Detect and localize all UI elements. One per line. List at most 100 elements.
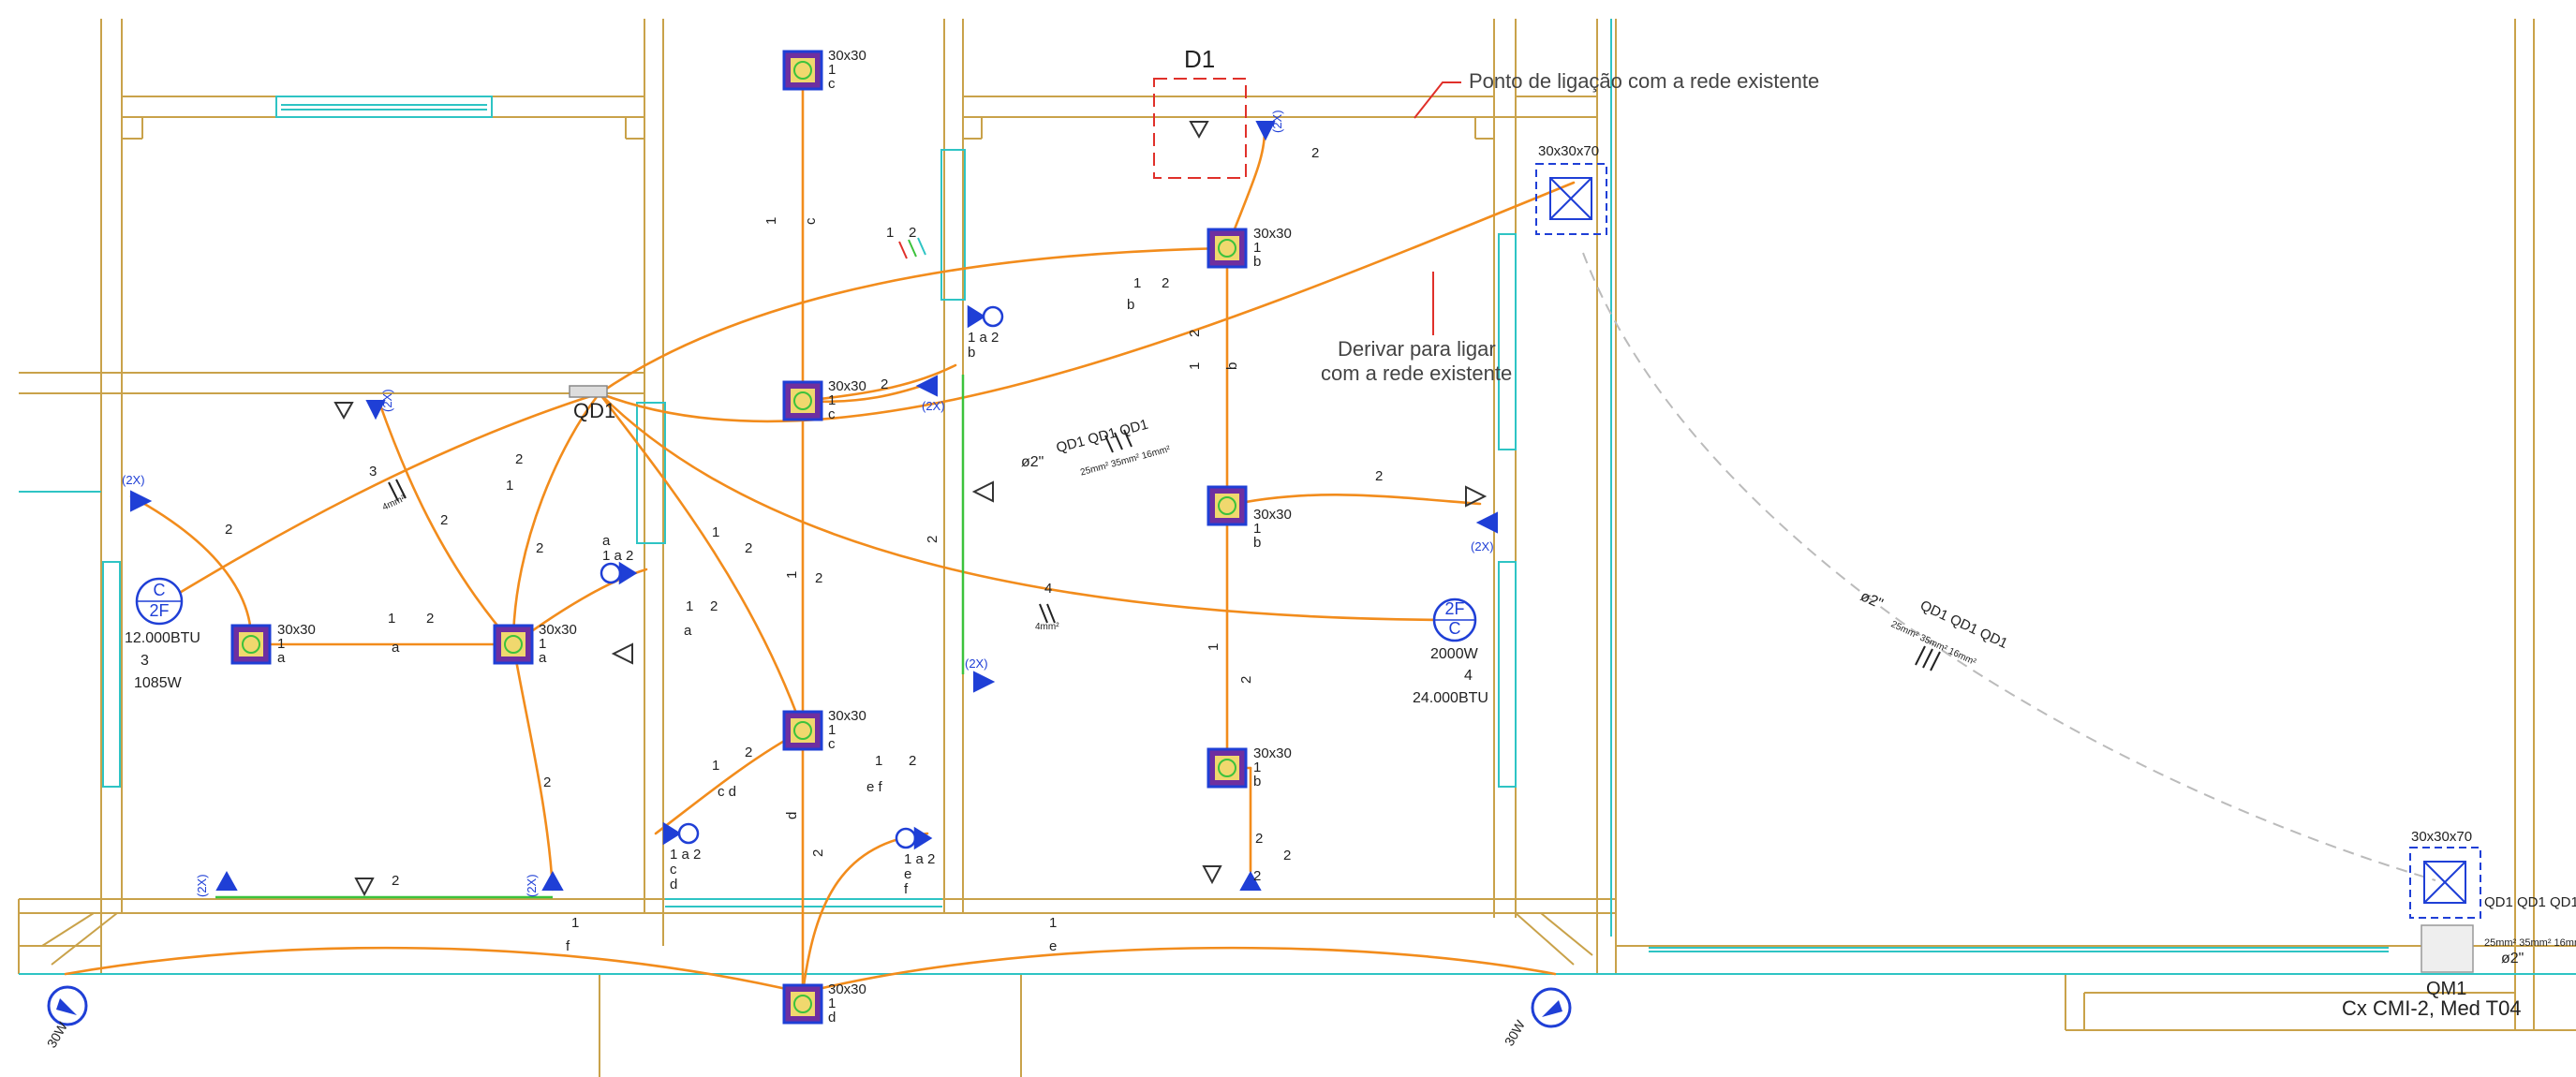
x2-tag: (2X) bbox=[1471, 539, 1494, 553]
outlet-icon bbox=[973, 671, 996, 693]
green-wiring bbox=[215, 375, 965, 899]
lp-rightb-size: 30x30 bbox=[1253, 226, 1292, 242]
light-points bbox=[230, 50, 1248, 1025]
ac-right-btu: 24.000BTU bbox=[1413, 690, 1488, 706]
conduits bbox=[64, 68, 1576, 995]
ac-right-circ: 4 bbox=[1464, 668, 1473, 684]
x2-tag: (2X) bbox=[195, 874, 209, 897]
sw-b-l2: b bbox=[968, 345, 975, 361]
wire-tag: 1 bbox=[1187, 362, 1203, 370]
conduit-mid: ø2" bbox=[1021, 454, 1044, 470]
lp-bottomd-circ: 1 bbox=[828, 996, 836, 1011]
lp-rightlow-circ: 1 bbox=[1253, 760, 1261, 775]
outlet-icon bbox=[365, 400, 386, 420]
wire-tag: 2 bbox=[710, 598, 718, 614]
lp-rightb-circ: 1 bbox=[1253, 240, 1261, 256]
box-30x30x70-top-icon bbox=[1535, 163, 1607, 235]
wire-tag: e f bbox=[866, 779, 883, 795]
lp-rightmid-circ: 1 bbox=[1253, 521, 1261, 537]
switch-b-icon bbox=[967, 304, 1004, 329]
qd1-label: QD1 bbox=[573, 399, 615, 422]
wire-tag: 2 bbox=[536, 540, 543, 556]
wire-tag: 2 bbox=[1255, 831, 1263, 847]
wire-tag: 4 bbox=[1044, 581, 1052, 597]
wire-tag: 1 bbox=[1206, 643, 1221, 651]
outlet-icon bbox=[130, 490, 153, 512]
lp-centera-circ: 1 bbox=[539, 636, 546, 652]
outlet-open-icon bbox=[611, 642, 633, 665]
walls bbox=[18, 19, 2576, 1077]
wire-tag: 2 bbox=[515, 451, 523, 467]
lp-lefta-sw: a bbox=[277, 650, 286, 666]
x2-tag: (2X) bbox=[922, 399, 945, 413]
ac-left-btu: 12.000BTU bbox=[125, 630, 200, 646]
wire-tag: a bbox=[684, 623, 692, 639]
sw-cd-l1: 1 a 2 bbox=[670, 847, 701, 863]
qm1-meter-icon bbox=[2421, 924, 2474, 973]
wire-tag: 2 bbox=[815, 570, 822, 586]
lp-rightb-sw: b bbox=[1253, 254, 1261, 270]
outlet-icon bbox=[1239, 870, 1262, 891]
wire-tag: 1 bbox=[763, 217, 779, 225]
ligacao-arrow bbox=[1414, 81, 1461, 119]
ac-left-bot: 2F bbox=[149, 601, 169, 620]
light-point-top bbox=[782, 50, 823, 91]
sw-a-l1: a bbox=[602, 533, 611, 549]
wire-tag: b bbox=[1127, 297, 1134, 313]
wire-tag: 2 bbox=[909, 753, 916, 769]
outlet-icon bbox=[1255, 121, 1276, 141]
x2-tag: (2X) bbox=[122, 473, 145, 487]
light-point-low-c bbox=[782, 710, 823, 751]
outlet-open-icon bbox=[1465, 485, 1488, 508]
ac-right-bot: C bbox=[1449, 619, 1461, 638]
wire-tags: 1 2 a 1 2 a 1 2 b 1 2 2 2 2 4 3 2 2 2 1 … bbox=[225, 145, 1383, 954]
wire-tag: 2 bbox=[543, 775, 551, 790]
feeder-dashed bbox=[1582, 252, 2436, 881]
light-point-center-a bbox=[493, 624, 534, 665]
lp-centera-sw: a bbox=[539, 650, 547, 666]
wire-tag: e bbox=[1049, 938, 1057, 954]
outlet-open-icon bbox=[971, 480, 994, 503]
x2-tag: (2X) bbox=[525, 874, 539, 897]
wire-tag: 1 bbox=[686, 598, 693, 614]
outlet-open-icon bbox=[333, 402, 354, 420]
wire-tag: 2 bbox=[925, 536, 940, 543]
qd-sizes-mid: 25mm² 35mm² 16mm² bbox=[1079, 444, 1172, 478]
qd-run-bottom: QD1 QD1 QD1 bbox=[2484, 894, 2576, 910]
d1-label: D1 bbox=[1184, 45, 1215, 73]
conduit-dashed: ø2" bbox=[1858, 588, 1885, 612]
lp-lefta-size: 30x30 bbox=[277, 622, 316, 638]
lamp-right-icon bbox=[1531, 987, 1572, 1028]
x2-tag: (2X) bbox=[380, 389, 394, 412]
lp-midc-circ: 1 bbox=[828, 392, 836, 408]
wire-tag: 2 bbox=[1283, 848, 1291, 863]
box-top-size: 30x30x70 bbox=[1538, 143, 1599, 159]
wire-tag: 2 bbox=[745, 540, 752, 556]
wire-tag: 2 bbox=[909, 225, 916, 241]
wire-tag: 1 bbox=[875, 753, 882, 769]
outlets bbox=[130, 121, 1498, 891]
qd-sizes-bottom: 25mm² 35mm² 16mm² bbox=[2484, 937, 2576, 949]
wire-tag: 2 bbox=[745, 745, 752, 760]
wire-tag: 1 bbox=[712, 524, 719, 540]
switch-labels: 1 a 2 b a 1 a 2 1 a 2 c d 1 a 2 e f bbox=[602, 330, 999, 897]
x2-tag: (2X) bbox=[965, 657, 988, 671]
lp-top-size: 30x30 bbox=[828, 48, 866, 64]
ligacao-callout: Ponto de ligação com a rede existente bbox=[1469, 69, 1819, 93]
wire-tag: 1 bbox=[506, 478, 513, 494]
wire-tag: 1 bbox=[886, 225, 894, 241]
wire-tag: 1 bbox=[1049, 915, 1057, 931]
light-point-mid-c bbox=[782, 380, 823, 421]
qd-run-mid: QD1 QD1 QD1 25mm² 35mm² 16mm² bbox=[1055, 417, 1172, 479]
light-point-labels: 30x30 1 c 30x30 1 c 30x30 1 a 30x30 1 a … bbox=[277, 48, 1292, 1025]
mm4-right: 4mm² bbox=[1035, 622, 1059, 632]
lp-lowc-circ: 1 bbox=[828, 722, 836, 738]
lp-midc-sw: c bbox=[828, 406, 836, 422]
switch-cd-icon bbox=[662, 821, 700, 846]
outlet-icon bbox=[541, 870, 564, 891]
wire-tag: 1 bbox=[388, 611, 395, 627]
caixa-cmi-label: Cx CMI-2, Med T04 bbox=[2342, 996, 2522, 1020]
outlet-open-icon bbox=[354, 878, 375, 897]
light-point-right-low-b bbox=[1207, 747, 1248, 789]
